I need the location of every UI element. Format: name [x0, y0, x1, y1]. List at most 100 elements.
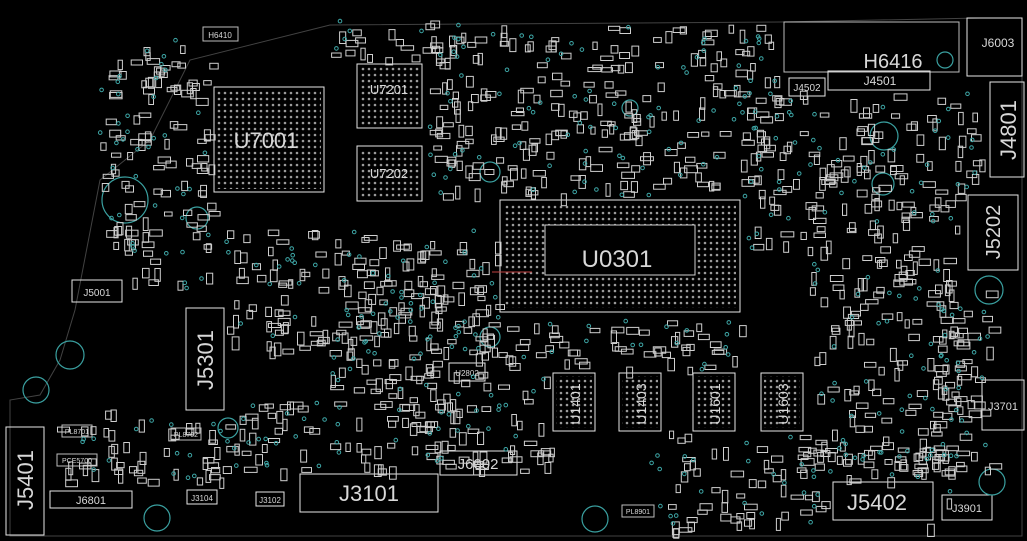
smd-pad: [894, 274, 908, 282]
smd-pad: [971, 366, 979, 378]
vias: [80, 18, 990, 526]
smd-pad: [701, 131, 710, 137]
via-dot: [351, 229, 357, 235]
via-dot: [699, 366, 705, 372]
smd-pad: [758, 189, 766, 200]
smd-pad: [761, 152, 774, 158]
smd-pad: [439, 104, 449, 111]
via-dot: [930, 218, 936, 224]
smd-pad: [746, 512, 756, 519]
smd-pad: [188, 79, 198, 87]
smd-pad: [887, 149, 896, 163]
smd-pad: [359, 335, 374, 341]
smd-pad: [614, 346, 627, 352]
smd-pad: [856, 189, 868, 198]
smd-pad: [764, 77, 771, 89]
smd-pad: [844, 166, 851, 178]
via-dot: [944, 358, 950, 363]
smd-pad: [748, 176, 760, 184]
smd-pad: [864, 203, 873, 214]
smd-pad: [523, 440, 538, 447]
smd-pad: [695, 172, 702, 183]
smd-pad: [403, 243, 412, 252]
smd-pad: [819, 167, 827, 181]
smd-pad: [956, 465, 968, 473]
smd-pad: [444, 57, 451, 70]
smd-pad: [950, 103, 962, 109]
smd-pad: [387, 416, 399, 422]
via-dot: [456, 329, 462, 335]
smd-pad: [820, 297, 829, 308]
smd-pad: [344, 284, 352, 298]
smd-pad: [711, 487, 721, 494]
smd-pad: [826, 164, 835, 178]
smd-pad: [482, 328, 488, 343]
via-dot: [296, 281, 302, 286]
via-dot: [432, 280, 437, 286]
smd-pad: [251, 417, 259, 430]
smd-pad: [467, 41, 477, 48]
via-dot: [206, 232, 211, 238]
smd-pad: [927, 115, 937, 123]
smd-pad: [146, 58, 161, 65]
u7201-label: U7201: [370, 82, 408, 97]
smd-pad: [425, 444, 439, 450]
smd-pad: [124, 238, 130, 252]
via-dot: [884, 319, 890, 324]
smd-pad: [315, 251, 327, 258]
smd-pad: [883, 436, 890, 446]
via-dot: [133, 426, 139, 432]
smd-pad: [133, 201, 146, 208]
smd-pad: [447, 444, 456, 451]
via-dot: [425, 452, 431, 458]
smd-pad: [567, 349, 578, 357]
smd-pad: [940, 205, 950, 213]
via-dot: [335, 377, 341, 383]
via-dot: [476, 345, 481, 351]
j5301-connector: J5301: [185, 307, 225, 411]
smd-pad: [864, 169, 871, 180]
smd-pad: [642, 95, 652, 103]
smd-pad: [517, 420, 523, 431]
via-dot: [91, 467, 96, 472]
via-dot: [928, 341, 934, 347]
smd-pad: [234, 300, 240, 310]
smd-pad: [899, 175, 905, 186]
smd-pad: [538, 450, 552, 457]
smd-pad: [768, 41, 775, 51]
via-dot: [897, 293, 902, 299]
smd-pad: [617, 64, 625, 74]
smd-pad: [479, 451, 488, 464]
via-dot: [742, 193, 748, 199]
smd-pad: [118, 71, 127, 80]
via-dot: [744, 440, 749, 446]
via-dot: [587, 88, 592, 94]
smd-pad: [535, 352, 547, 359]
smd-pad: [181, 180, 188, 192]
smd-pad: [631, 45, 640, 57]
smd-pad: [531, 143, 539, 153]
smd-pad: [926, 301, 941, 307]
smd-pad: [465, 165, 473, 179]
j5402-label: J5402: [847, 490, 907, 515]
via-dot: [497, 403, 502, 409]
smd-pad: [829, 275, 844, 282]
via-dot: [747, 90, 752, 96]
smd-pad: [543, 376, 551, 390]
smd-pad: [501, 25, 508, 39]
smd-pad: [356, 358, 363, 369]
via-dot: [460, 148, 465, 153]
smd-pad: [442, 294, 449, 305]
smd-pad: [318, 336, 330, 345]
smd-pad: [447, 339, 457, 345]
smd-pad: [958, 327, 968, 335]
u1603-chip: U1603: [760, 372, 804, 432]
via-dot: [342, 36, 348, 42]
smd-pad: [441, 440, 449, 454]
via-dot: [397, 386, 403, 392]
via-dot: [981, 309, 987, 315]
smd-pad: [800, 231, 807, 240]
smd-pad: [813, 217, 827, 225]
smd-pad: [404, 280, 413, 290]
smd-pad: [815, 192, 824, 199]
